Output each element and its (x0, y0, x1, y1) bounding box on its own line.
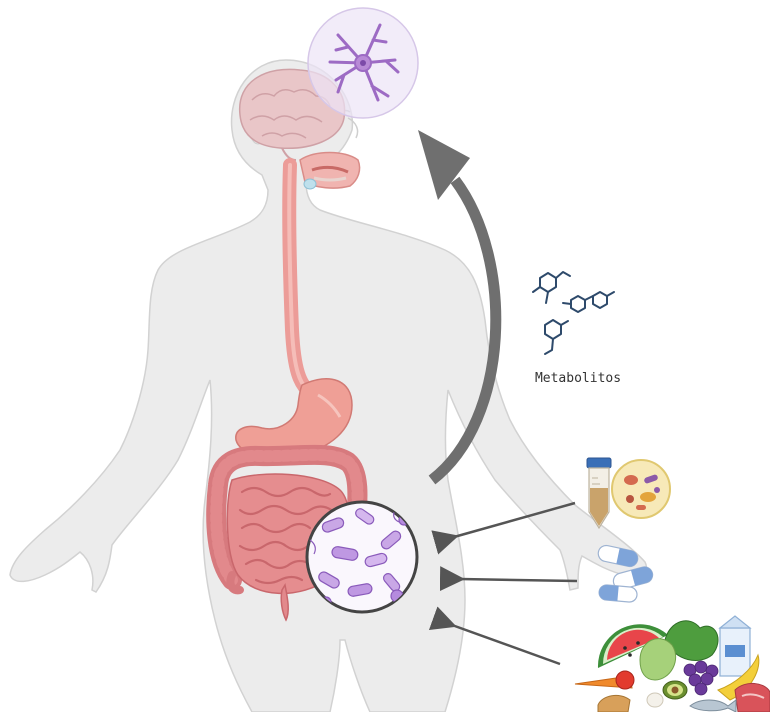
bacteria-magnified-icon (307, 502, 417, 612)
microbe-dish-icon (612, 460, 670, 518)
mouth-icon (300, 153, 360, 190)
diet-arrow (452, 625, 560, 664)
food-icon (575, 616, 770, 712)
metabolites-label: Metabolitos (535, 371, 621, 386)
neuron-icon (308, 8, 418, 118)
molecule-icon (533, 272, 614, 354)
medication-arrow (460, 579, 577, 581)
pills-icon (597, 544, 655, 603)
